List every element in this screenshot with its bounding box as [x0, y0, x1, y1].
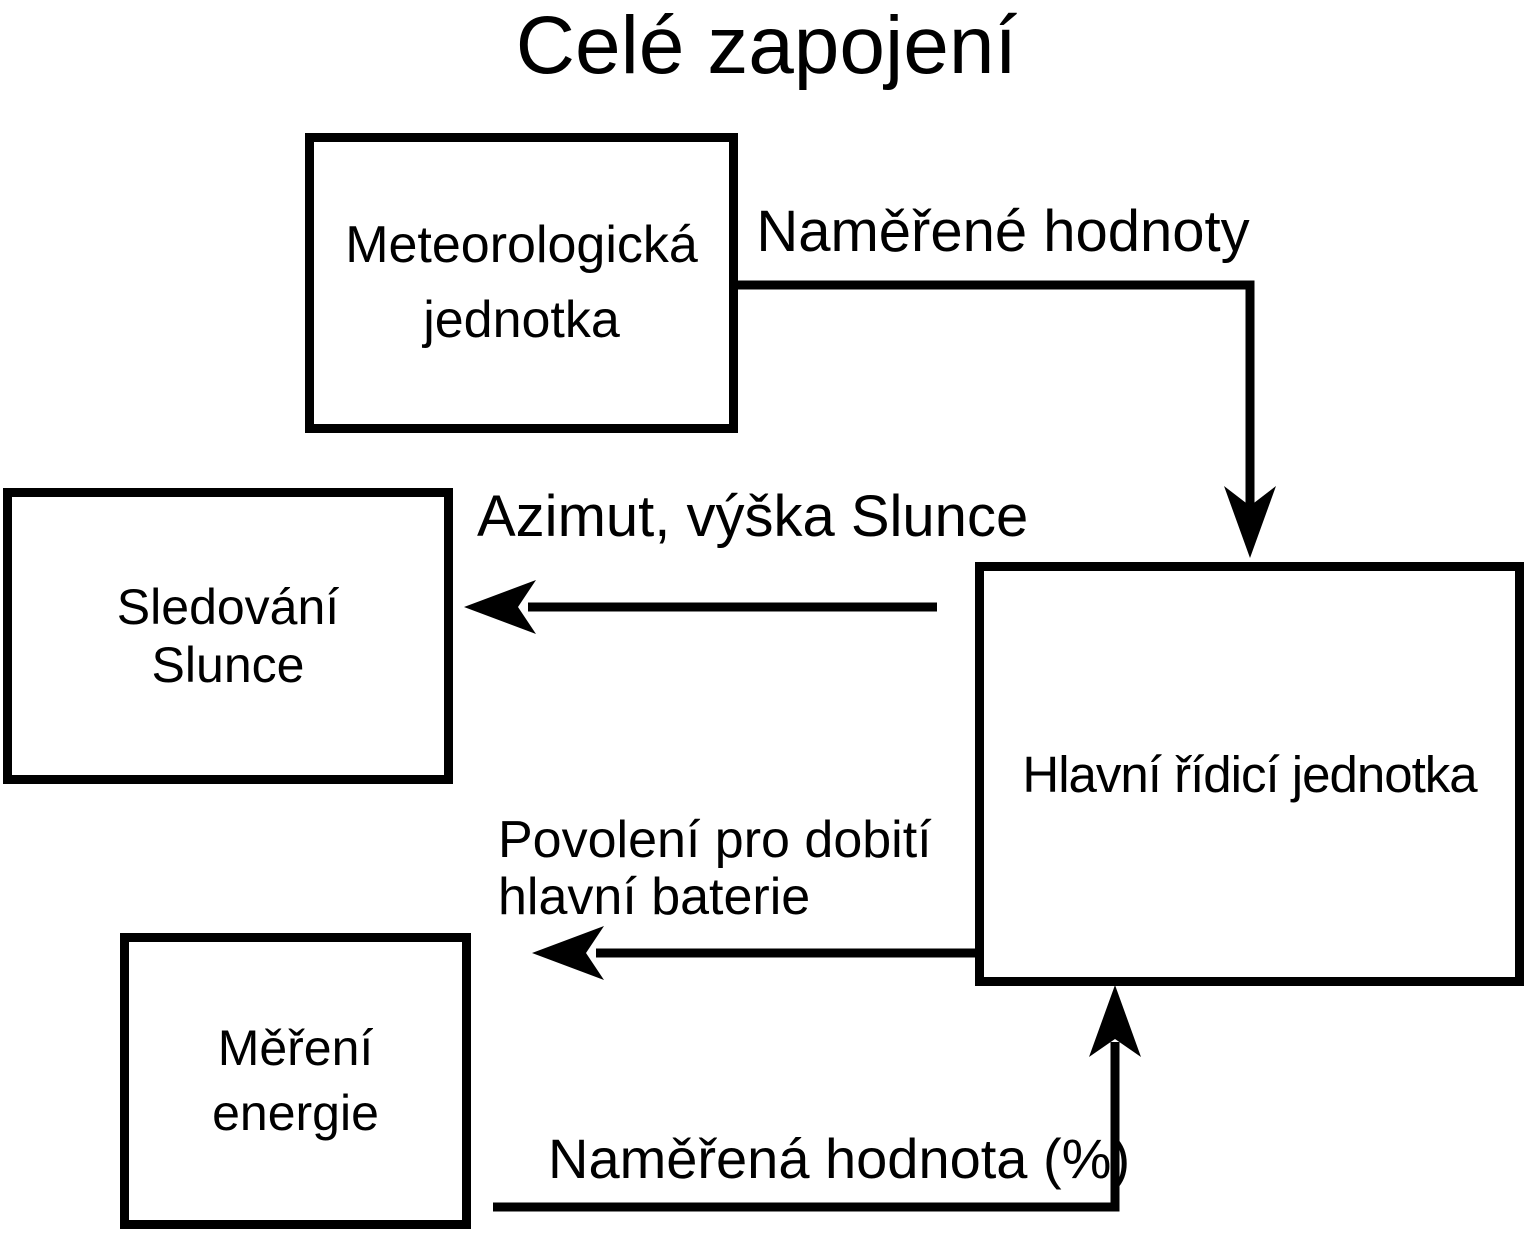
arrow-namerena-hodnota-line: [493, 1042, 1120, 1212]
node-sledovani-slunce-label-line1: Sledování: [116, 579, 340, 635]
node-meteorologicka-jednotka: Meteorologická jednotka: [305, 133, 738, 433]
node-meteorologicka-jednotka-label-line1: Meteorologická: [345, 216, 698, 274]
node-hlavni-ridici-jednotka-label: Hlavní řídicí jednotka: [1022, 745, 1477, 803]
node-sledovani-slunce: Sledování Slunce: [3, 488, 453, 784]
node-mereni-energie: Měření energie: [120, 933, 471, 1229]
node-mereni-energie-label-line1: Měření: [217, 1020, 374, 1076]
edge-label-povoleni-pro-dobiti: Povolení pro dobití hlavní baterie: [498, 812, 932, 926]
node-mereni-energie-label-line2: energie: [212, 1085, 379, 1141]
arrow-namerene-hodnoty-line: [737, 280, 1255, 508]
diagram-title: Celé zapojení: [515, 0, 1018, 91]
edge-label-azimut-vyska-slunce: Azimut, výška Slunce: [477, 484, 1029, 549]
node-meteorologicka-jednotka-label-line2: jednotka: [423, 291, 620, 349]
arrow-azimut-head: [464, 580, 536, 634]
edge-label-namerena-hodnota: Naměřená hodnota (%): [548, 1127, 1131, 1190]
edge-label-povoleni-line2: hlavní baterie: [498, 868, 811, 926]
node-sledovani-slunce-label-line2: Slunce: [151, 637, 305, 693]
edge-label-namerene-hodnoty: Naměřené hodnoty: [756, 199, 1250, 264]
edge-label-povoleni-line1: Povolení pro dobití: [498, 811, 932, 869]
arrow-namerene-hodnoty-head: [1224, 486, 1276, 558]
arrow-povoleni-head: [532, 926, 604, 980]
arrow-namerena-hodnota-head: [1089, 985, 1141, 1057]
node-hlavni-ridici-jednotka: Hlavní řídicí jednotka: [975, 562, 1524, 986]
